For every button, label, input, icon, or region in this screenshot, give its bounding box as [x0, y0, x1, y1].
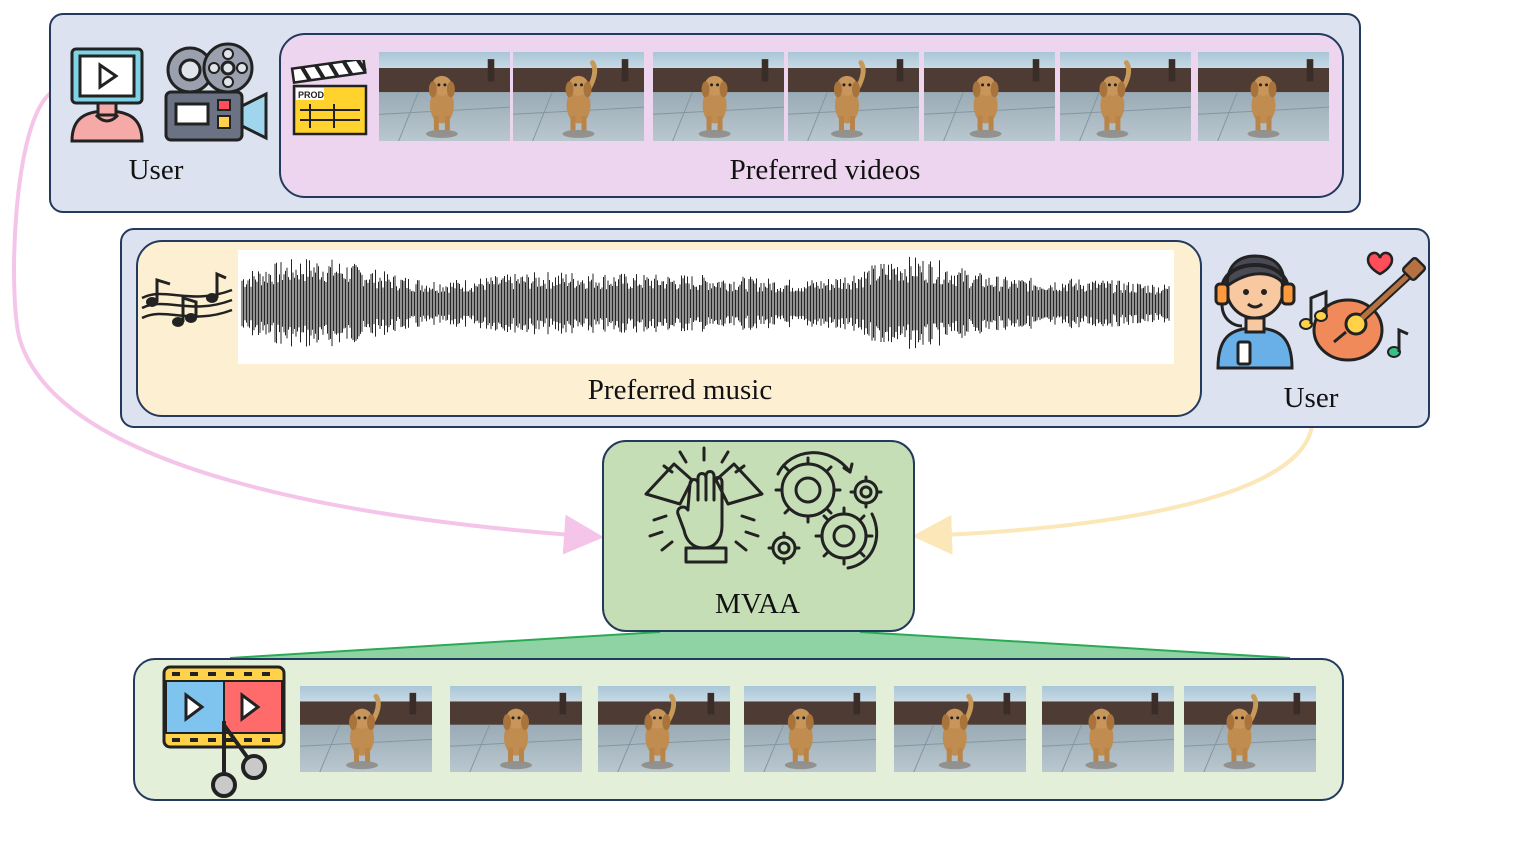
output-frame: [450, 686, 582, 772]
movie-camera-icon: [164, 42, 268, 142]
middle-user-label: User: [1283, 382, 1339, 414]
video-preference-arrow: [12, 90, 604, 555]
music-preference-arrow: [912, 425, 1314, 555]
video-frame: [788, 52, 919, 141]
video-frame: [379, 52, 510, 141]
clapperboard-icon: PROD: [290, 60, 368, 136]
preferred-videos-label: Preferred videos: [729, 154, 921, 186]
music-waveform: [241, 256, 1170, 349]
output-frame: [894, 686, 1026, 772]
clapper-text: PROD: [298, 90, 325, 100]
output-frame: [1184, 686, 1316, 772]
video-frame: [1198, 52, 1329, 141]
waveform-trace: [241, 256, 1170, 349]
video-frame: [653, 52, 784, 141]
video-frame: [924, 52, 1055, 141]
output-funnel: [230, 632, 1290, 658]
video-edit-scissors-icon: [162, 665, 286, 798]
mvaa-label: MVAA: [715, 588, 800, 620]
music-notes-icon: [141, 271, 233, 327]
headphone-user-icon: [1214, 254, 1296, 370]
collaboration-gears-icon: [644, 446, 883, 570]
preferred-music-label: Preferred music: [587, 374, 773, 406]
video-frame: [1060, 52, 1191, 141]
output-frame: [598, 686, 730, 772]
output-frame: [744, 686, 876, 772]
user-monitor-icon: [70, 47, 144, 143]
output-frame: [1042, 686, 1174, 772]
output-frame: [300, 686, 432, 772]
top-user-label: User: [128, 154, 184, 186]
video-frame: [513, 52, 644, 141]
guitar-icon: [1299, 251, 1426, 362]
